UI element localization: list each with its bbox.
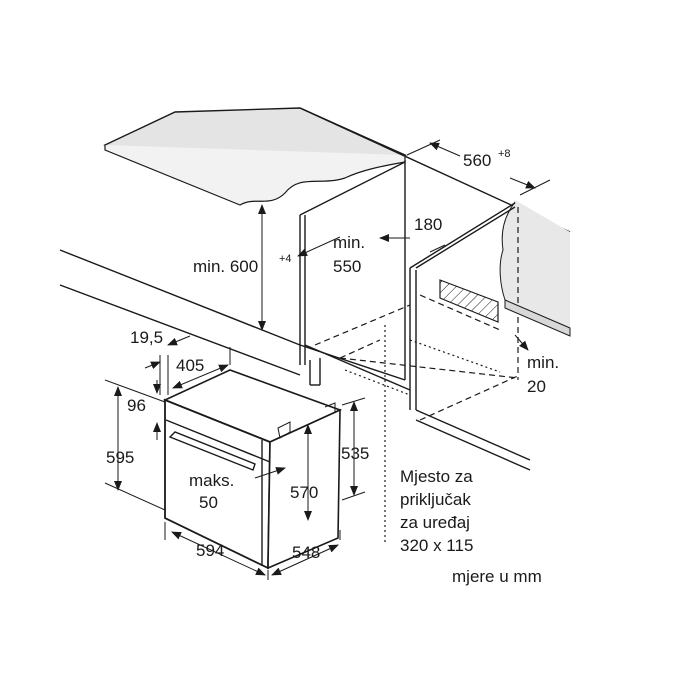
countertop-height-tolerance: +4 <box>279 253 292 265</box>
oven-depth-label: 548 <box>292 543 320 562</box>
connection-note-line2: priključak <box>400 490 471 509</box>
top-depth-label: 405 <box>176 356 204 375</box>
oven-height-label: 595 <box>106 448 134 467</box>
side-panel <box>409 200 571 471</box>
connection-note-line1: Mjesto za <box>400 467 473 486</box>
niche-depth-label-line1: min. <box>333 233 365 252</box>
door-protrusion-label-line1: maks. <box>189 471 234 490</box>
niche-outline <box>314 304 519 545</box>
connection-note-line4: 320 x 115 <box>400 536 473 555</box>
countertop-height-label: min. 600 <box>193 257 258 276</box>
oven <box>162 369 343 570</box>
niche-width-label: 560 <box>463 151 491 170</box>
rear-gap-label-line1: min. <box>527 353 559 372</box>
rear-gap-label-line2: 20 <box>527 377 546 396</box>
body-height-label: 535 <box>341 444 369 463</box>
inner-height-label: 570 <box>290 483 318 502</box>
niche-width-tolerance: +8 <box>498 148 511 160</box>
connection-note-line3: za uređaj <box>400 513 470 532</box>
side-gap-label: 180 <box>414 215 442 234</box>
panel-height-label: 96 <box>127 396 146 415</box>
oven-width-label: 594 <box>196 541 224 560</box>
frame-thickness-label: 19,5 <box>130 328 163 347</box>
door-protrusion-label-line2: 50 <box>199 493 218 512</box>
countertop <box>103 107 571 233</box>
dimension-lines <box>104 139 551 580</box>
units-note: mjere u mm <box>452 567 542 586</box>
base-cabinet <box>59 160 411 391</box>
niche-depth-label-line2: 550 <box>333 257 361 276</box>
